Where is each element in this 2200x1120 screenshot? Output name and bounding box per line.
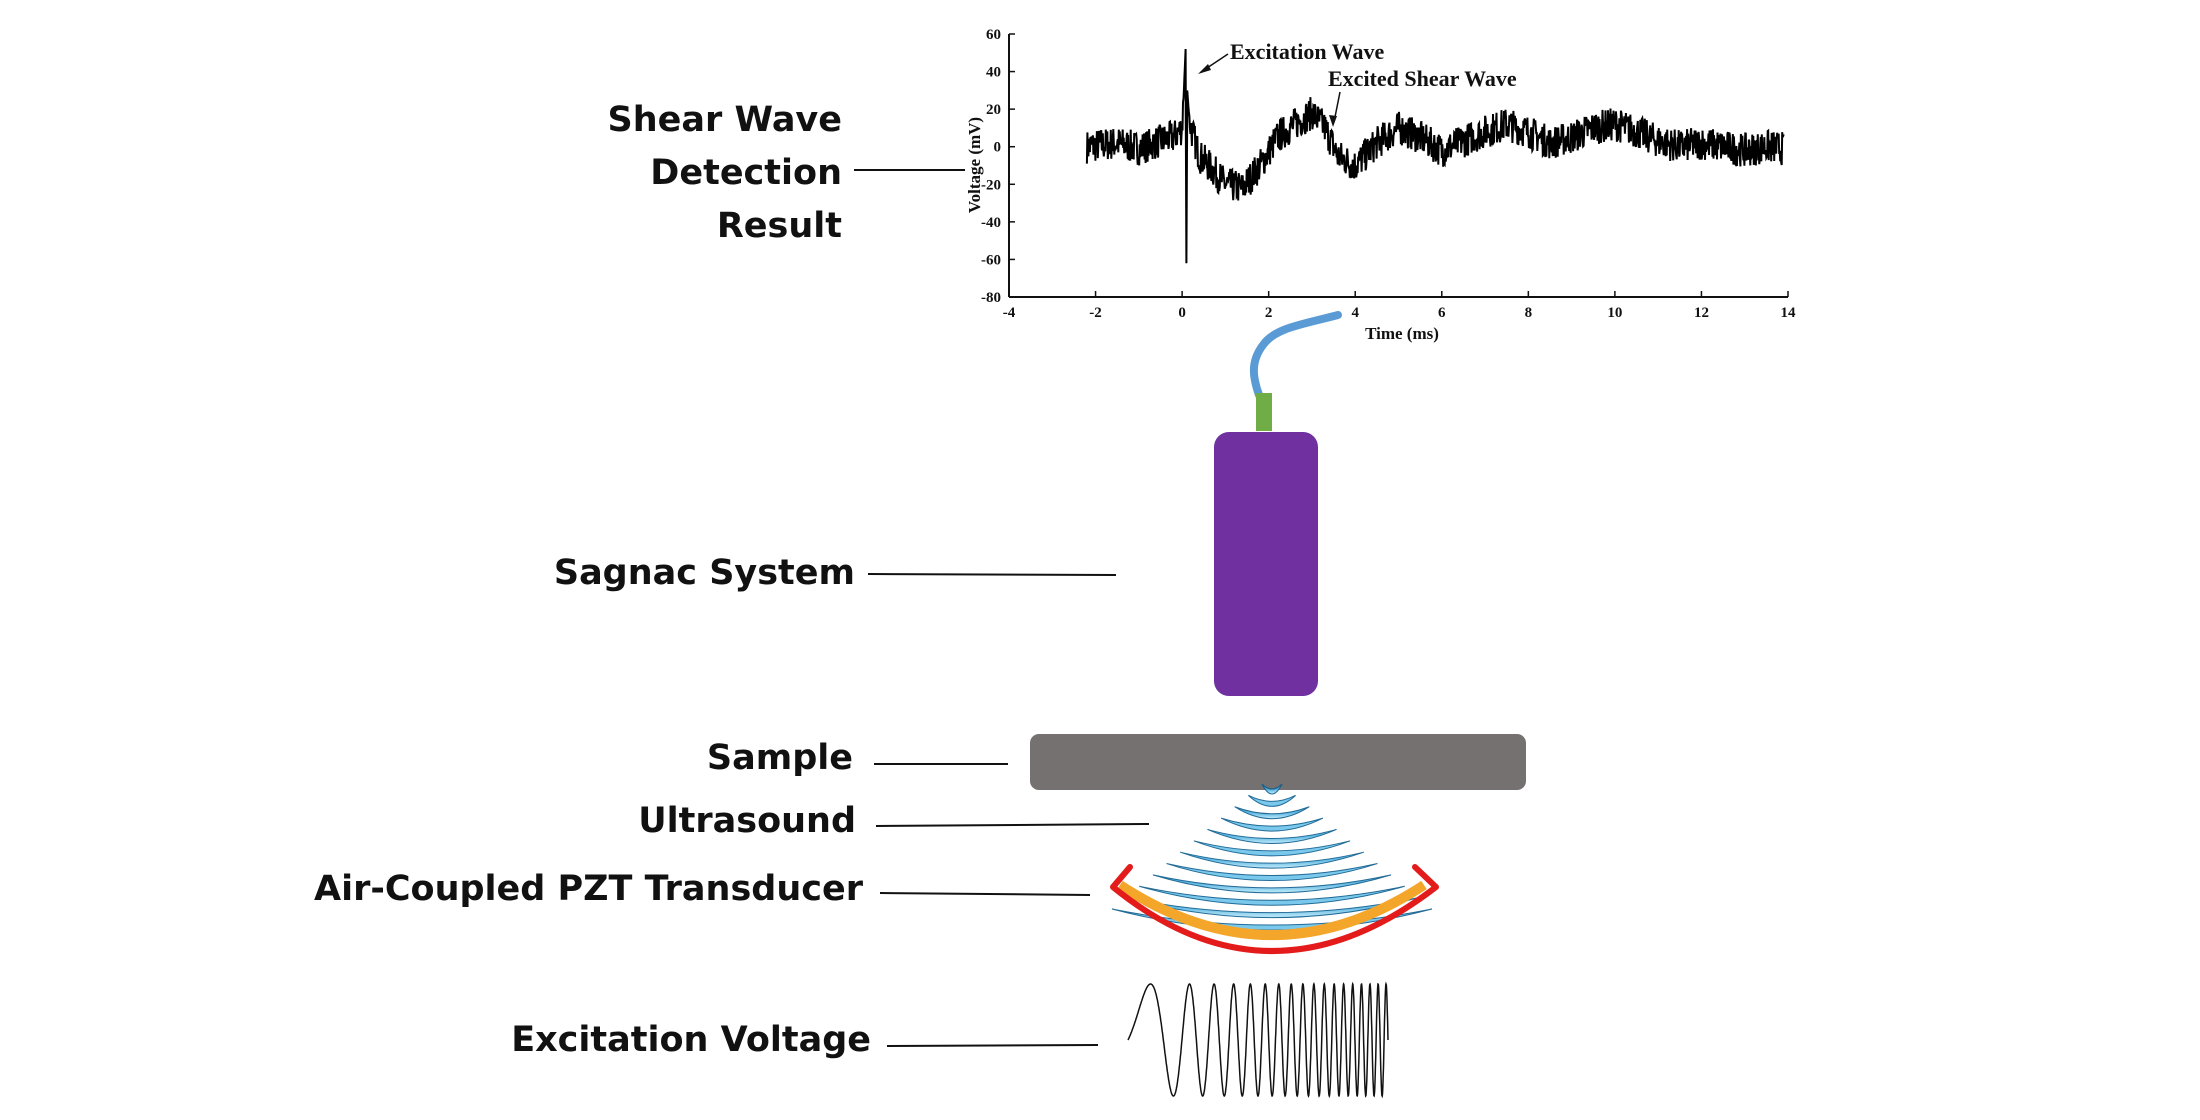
- x-tick-label: 14: [1781, 305, 1797, 321]
- leader-excitation: [886, 1044, 1099, 1047]
- y-tick-label: -80: [981, 290, 1001, 306]
- sagnac-system-body: [1214, 432, 1318, 696]
- y-tick-label: -20: [981, 177, 1001, 193]
- label-shear-wave-line3: Result: [717, 206, 842, 246]
- leader-ultrasound: [875, 823, 1150, 827]
- label-excitation-voltage: Excitation Voltage: [511, 1020, 871, 1060]
- label-transducer: Air-Coupled PZT Transducer: [314, 869, 864, 909]
- arrowhead-excitation: [1198, 64, 1211, 74]
- x-tick-label: 12: [1694, 305, 1709, 321]
- x-tick-label: 2: [1265, 305, 1273, 321]
- x-tick-label: -4: [1003, 305, 1016, 321]
- sample-plate: [1030, 734, 1526, 790]
- leader-sagnac: [867, 573, 1117, 576]
- ultrasound-wavefront: [1220, 817, 1324, 832]
- y-tick-label: 60: [986, 27, 1001, 43]
- ultrasound-wavefront: [1139, 885, 1405, 906]
- transducer-shell: [1110, 864, 1439, 954]
- x-axis-title: Time (ms): [1365, 324, 1439, 343]
- transducer-element: [1117, 880, 1427, 940]
- label-ultrasound: Ultrasound: [638, 801, 856, 841]
- ultrasound-wavefront: [1193, 840, 1351, 857]
- x-tick-label: 8: [1525, 305, 1533, 321]
- ultrasound-wavefront: [1234, 806, 1310, 820]
- label-shear-wave-line1: Shear Wave: [608, 100, 842, 140]
- y-tick-label: -60: [981, 252, 1001, 268]
- x-tick-label: 10: [1607, 305, 1622, 321]
- y-tick-label: 40: [986, 65, 1001, 81]
- y-tick-label: -40: [981, 215, 1001, 231]
- y-tick-label: 0: [994, 140, 1002, 156]
- ultrasound-wavefront: [1207, 828, 1337, 844]
- voltage-trace: [1085, 48, 1785, 264]
- ultrasound-wavefront: [1166, 863, 1378, 881]
- x-tick-label: 4: [1351, 305, 1359, 321]
- y-tick-label: 20: [986, 102, 1001, 118]
- x-tick-label: 0: [1178, 305, 1186, 321]
- leader-transducer: [879, 892, 1091, 896]
- ultrasound-wavefront: [1152, 874, 1392, 894]
- label-sample: Sample: [707, 738, 853, 778]
- x-tick-label: -2: [1089, 305, 1102, 321]
- annotation-excited-shear-wave: Excited Shear Wave: [1328, 66, 1517, 91]
- label-sagnac-system: Sagnac System: [554, 553, 855, 593]
- fiber-cable: [1249, 311, 1342, 399]
- excitation-chirp-waveform: [1127, 981, 1389, 1099]
- arrowhead-shear: [1329, 115, 1337, 127]
- ultrasound-wavefront: [1248, 794, 1296, 807]
- label-shear-wave-line2: Detection: [650, 153, 842, 193]
- y-axis-title: Voltage (mV): [965, 117, 984, 213]
- ultrasound-wavefront: [1261, 783, 1283, 795]
- ultrasound-wavefront: [1180, 851, 1364, 869]
- cable-connector: [1256, 393, 1272, 431]
- x-tick-label: 6: [1438, 305, 1446, 321]
- annotation-excitation-wave: Excitation Wave: [1230, 39, 1384, 64]
